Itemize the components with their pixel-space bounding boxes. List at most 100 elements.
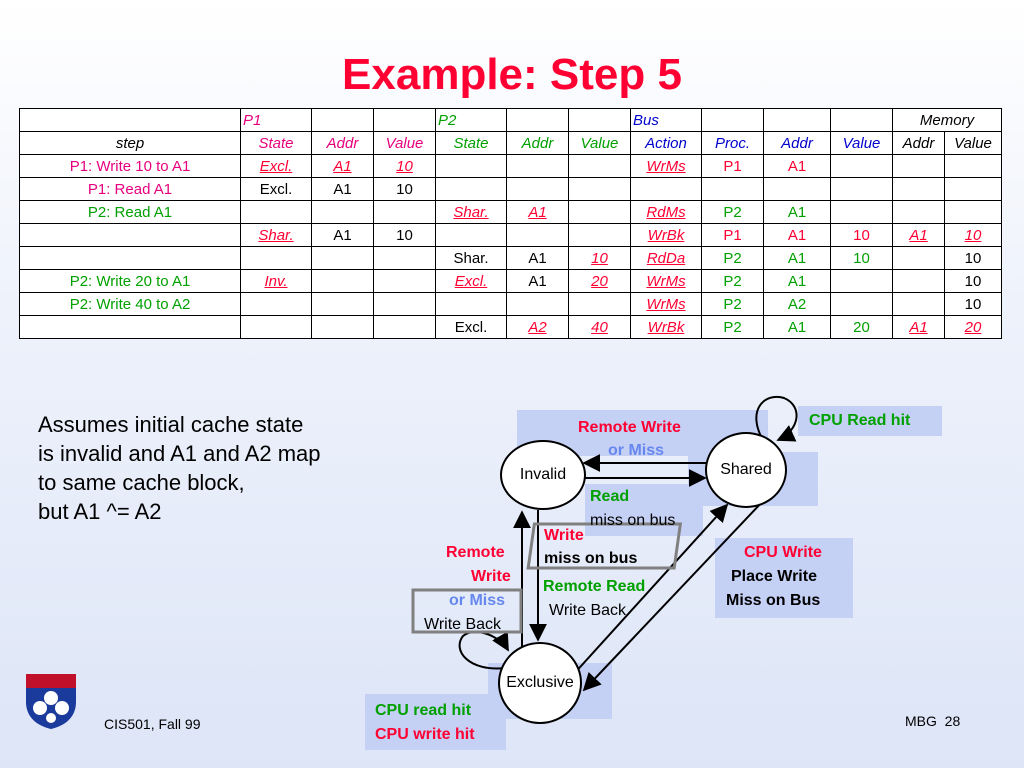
mem-addr-cell bbox=[892, 154, 945, 178]
p2-value-cell: 10 bbox=[568, 246, 631, 270]
bus-value-cell bbox=[830, 177, 893, 201]
label-cpu-write: CPU Write bbox=[744, 544, 822, 561]
bus-action-cell bbox=[630, 177, 702, 201]
step-cell: P2: Read A1 bbox=[19, 200, 241, 224]
table-row: Shar. A1 10 WrBk P1 A1 10 A1 10 bbox=[19, 223, 1003, 247]
group-header-row: P1 P2 Bus Memory bbox=[19, 108, 1003, 132]
p2-value-cell: 20 bbox=[568, 269, 631, 293]
loop-exclusive bbox=[458, 631, 509, 670]
label-remote-write: Write bbox=[471, 568, 511, 585]
p2-state-cell bbox=[435, 154, 507, 178]
coherence-table: P1 P2 Bus Memory step State Addr Value S… bbox=[19, 108, 1003, 339]
p1-value-cell: 10 bbox=[373, 223, 436, 247]
col-mem-value: Value bbox=[943, 131, 1003, 155]
p1-addr-cell bbox=[311, 246, 374, 270]
p1-state-cell: Inv. bbox=[240, 269, 312, 293]
p2-addr-cell bbox=[506, 177, 569, 201]
label-remote-read: Remote Read bbox=[543, 578, 646, 595]
step-cell: P2: Write 20 to A1 bbox=[19, 269, 241, 293]
mem-addr-cell: A1 bbox=[892, 315, 945, 339]
cpu-read-hit-box bbox=[798, 406, 942, 436]
col-bus-action: Action bbox=[630, 131, 702, 155]
footer-course: CIS501, Fall 99 bbox=[104, 716, 201, 732]
mem-value-cell: 20 bbox=[943, 315, 1003, 339]
mem-value-cell: 10 bbox=[943, 223, 1003, 247]
mem-value-cell: 10 bbox=[943, 246, 1003, 270]
loop-shared bbox=[755, 395, 798, 443]
footer-author: MBG bbox=[905, 713, 937, 729]
label-cpu-read-hit-exclusive: CPU read hit bbox=[375, 702, 472, 719]
bus-value-cell bbox=[830, 269, 893, 293]
p2-addr-cell: A1 bbox=[506, 269, 569, 293]
state-invalid: Invalid bbox=[500, 440, 586, 510]
bus-proc-cell: P2 bbox=[701, 292, 764, 316]
label-read: Read bbox=[590, 488, 630, 505]
slide-title: Example: Step 5 bbox=[342, 50, 682, 99]
bus-proc-cell bbox=[701, 177, 764, 201]
page-number: 28 bbox=[944, 713, 961, 729]
footer-author-page: MBG 28 bbox=[905, 713, 960, 729]
bus-addr-cell: A1 bbox=[763, 315, 831, 339]
step-cell bbox=[19, 315, 241, 339]
mem-addr-cell bbox=[892, 246, 945, 270]
p1-addr-cell bbox=[311, 315, 374, 339]
label-remote-read-write-back: Write Back bbox=[549, 602, 627, 619]
label-cpu-write-hit: CPU write hit bbox=[375, 726, 475, 743]
label-remote-write-top: Remote Write bbox=[578, 419, 681, 436]
arrow-shared-to-exclusive bbox=[582, 499, 765, 692]
col-p2-value: Value bbox=[568, 131, 631, 155]
col-bus-value: Value bbox=[830, 131, 893, 155]
label-remote-write-top-miss: or Miss bbox=[608, 442, 665, 459]
group-bus: Bus bbox=[630, 108, 702, 132]
read-miss-box bbox=[585, 484, 703, 536]
bus-value-cell: 20 bbox=[830, 315, 893, 339]
bus-action-cell: RdMs bbox=[630, 200, 702, 224]
mem-addr-cell bbox=[892, 292, 945, 316]
table-row: Excl. A2 40 WrBk P2 A1 20 A1 20 bbox=[19, 315, 1003, 339]
bus-value-cell: 10 bbox=[830, 223, 893, 247]
label-read-miss-on-bus: miss on bus bbox=[590, 512, 676, 529]
mem-value-cell bbox=[943, 200, 1003, 224]
bus-proc-cell: P2 bbox=[701, 315, 764, 339]
p1-value-cell: 10 bbox=[373, 177, 436, 201]
p2-state-cell: Shar. bbox=[435, 246, 507, 270]
p2-state-cell: Excl. bbox=[435, 269, 507, 293]
p2-value-cell: 40 bbox=[568, 315, 631, 339]
p2-addr-cell: A2 bbox=[506, 315, 569, 339]
col-p1-addr: Addr bbox=[311, 131, 374, 155]
bus-value-cell bbox=[830, 200, 893, 224]
assumption-line: is invalid and A1 and A2 map bbox=[38, 441, 321, 466]
write-miss-box-outline bbox=[526, 522, 683, 570]
bus-action-cell: WrBk bbox=[630, 315, 702, 339]
bus-value-cell bbox=[830, 292, 893, 316]
bus-action-cell: RdDa bbox=[630, 246, 702, 270]
label-write: Write bbox=[544, 527, 584, 544]
p1-value-cell bbox=[373, 292, 436, 316]
state-shared: Shared bbox=[705, 432, 787, 508]
p2-addr-cell bbox=[506, 292, 569, 316]
bus-value-cell: 10 bbox=[830, 246, 893, 270]
bus-addr-cell: A1 bbox=[763, 246, 831, 270]
mem-value-cell bbox=[943, 154, 1003, 178]
arrow-exclusive-to-shared bbox=[571, 503, 729, 677]
university-logo-icon bbox=[26, 674, 76, 729]
p1-value-cell bbox=[373, 269, 436, 293]
state-exclusive: Exclusive bbox=[498, 642, 582, 724]
p1-state-cell: Shar. bbox=[240, 223, 312, 247]
label-remote-or-miss: or Miss bbox=[449, 592, 506, 609]
col-p2-state: State bbox=[435, 131, 507, 155]
bus-action-cell: WrMs bbox=[630, 154, 702, 178]
label-place-write: Place Write bbox=[731, 568, 817, 585]
col-p1-state: State bbox=[240, 131, 312, 155]
group-p2: P2 bbox=[435, 108, 507, 132]
p1-state-cell bbox=[240, 315, 312, 339]
table-row: P1: Read A1 Excl. A1 10 bbox=[19, 177, 1003, 201]
bus-addr-cell: A1 bbox=[763, 200, 831, 224]
p1-addr-cell: A1 bbox=[311, 154, 374, 178]
assumption-line: to same cache block, bbox=[38, 470, 245, 495]
p1-state-cell bbox=[240, 246, 312, 270]
bus-addr-cell: A1 bbox=[763, 269, 831, 293]
bus-proc-cell: P2 bbox=[701, 269, 764, 293]
label-remote: Remote bbox=[446, 544, 505, 561]
